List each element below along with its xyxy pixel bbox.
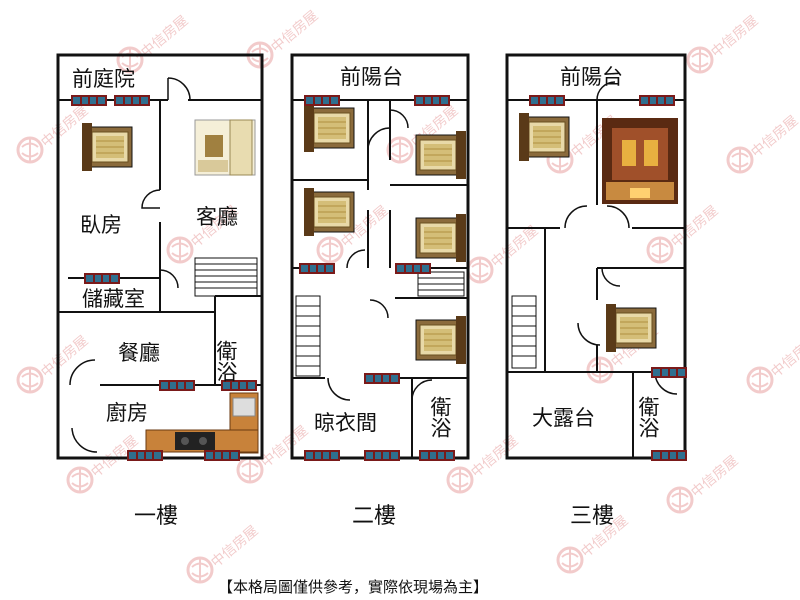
room-label: 晾衣間 bbox=[314, 411, 377, 435]
floor-title: 三樓 bbox=[570, 504, 614, 529]
room-label: 前陽台 bbox=[340, 65, 403, 89]
room-label: 餐廳 bbox=[118, 341, 160, 365]
bed-icon bbox=[303, 103, 355, 153]
room-label: 前庭院 bbox=[72, 67, 135, 91]
bed-icon bbox=[415, 315, 467, 365]
floor-title: 二樓 bbox=[352, 504, 396, 529]
room-label: 衛浴 bbox=[636, 396, 660, 438]
bed-icon bbox=[415, 213, 467, 263]
footer-note: 【本格局圖僅供參考，實際依現場為主】 bbox=[218, 578, 488, 596]
bed-icon bbox=[518, 112, 570, 162]
floor-1-plan: 前庭院 臥房 客廳 儲藏室 餐廳 衛浴 廚房 一樓 bbox=[56, 53, 264, 529]
bed-icon bbox=[415, 130, 467, 180]
stairs-icon bbox=[295, 271, 465, 377]
floor-3-plan: 前陽台 大露台 衛浴 三樓 bbox=[505, 53, 687, 529]
sofa-icon bbox=[194, 119, 256, 176]
bed-icon bbox=[303, 187, 355, 237]
stairs-icon bbox=[194, 257, 258, 297]
room-label: 衛浴 bbox=[428, 396, 452, 438]
bed-icon bbox=[81, 122, 133, 172]
room-label: 大露台 bbox=[532, 406, 595, 430]
floor-title: 一樓 bbox=[134, 504, 178, 529]
shrine-icon bbox=[602, 118, 678, 204]
room-label: 臥房 bbox=[80, 213, 122, 237]
room-label: 前陽台 bbox=[560, 65, 623, 89]
bed-icon bbox=[605, 303, 657, 353]
room-label: 衛浴 bbox=[214, 340, 238, 382]
room-label: 廚房 bbox=[106, 401, 148, 425]
kitchen-counter-icon bbox=[145, 392, 259, 454]
room-label: 儲藏室 bbox=[82, 287, 145, 311]
stairs-icon bbox=[511, 295, 537, 369]
floor-2-plan: 前陽台 晾衣間 衛浴 二樓 bbox=[290, 53, 470, 529]
room-label: 客廳 bbox=[196, 205, 238, 229]
